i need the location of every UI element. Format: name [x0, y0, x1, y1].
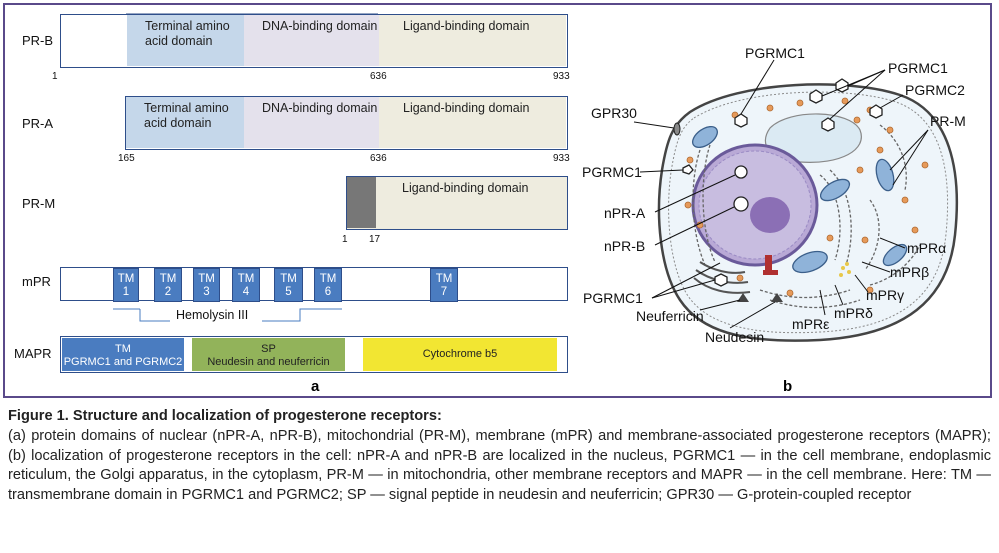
pr-m-ligand-domain: Ligand-binding domain: [402, 181, 529, 195]
vesicles: [684, 97, 929, 297]
neudesin-marker: [771, 293, 783, 302]
nucleolus: [750, 197, 790, 233]
pr-a-dna-domain: DNA-binding domain: [244, 97, 379, 148]
panel-a-letter: a: [311, 378, 320, 395]
hemolysin-bracket: [113, 308, 342, 322]
label-mpr-delta: mPRδ: [834, 305, 873, 321]
pr-b-tick-end: 933: [553, 71, 570, 82]
pr-a-tick-end: 933: [553, 153, 570, 164]
caption-title: Figure 1. Structure and localization of …: [8, 408, 442, 424]
pgrmc2-marker: [869, 104, 883, 119]
label-mpr-alpha: mPRα: [907, 240, 947, 256]
pr-a-tick-start: 165: [118, 153, 135, 164]
label-mpr-gamma: mPRγ: [866, 287, 905, 303]
pr-a-tick-mid: 636: [370, 153, 387, 164]
pr-a-bar: Terminal amino acid domain DNA-binding d…: [125, 96, 568, 150]
row-label-pr-a: PR-A: [22, 116, 54, 131]
row-label-pr-b: PR-B: [22, 33, 54, 48]
mapr-cytochrome-segment: Cytochrome b5: [363, 338, 557, 371]
pr-a-ligand-domain: Ligand-binding domain: [379, 97, 566, 148]
row-label-mpr: mPR: [22, 274, 51, 289]
pr-b-tick-start: 1: [52, 71, 58, 82]
pr-b-tick-mid: 636: [370, 71, 387, 82]
row-label-mapr: MAPR: [14, 346, 52, 361]
figure-caption: Figure 1. Structure and localization of …: [8, 407, 991, 506]
label-gpr30: GPR30: [591, 105, 637, 121]
label-pr-m: PR-M: [930, 113, 966, 129]
label-mpr-epsilon: mPRε: [792, 316, 830, 332]
pr-a-terminal-domain: Terminal amino acid domain: [126, 97, 244, 148]
pr-m-tm-block: [347, 177, 376, 228]
label-pgrmc1-right: PGRMC1: [888, 60, 948, 76]
pr-m-tick-start: 1: [342, 234, 348, 245]
label-pgrmc1-bottom: PGRMC1: [583, 290, 643, 306]
label-pgrmc2: PGRMC2: [905, 82, 965, 98]
panel-b-letter: b: [783, 378, 793, 395]
hemolysin-label: Hemolysin III: [176, 308, 249, 322]
pr-b-bar: Terminal amino acid domain DNA-binding d…: [60, 14, 568, 68]
label-npr-a: nPR-A: [604, 205, 646, 221]
label-npr-b: nPR-B: [604, 238, 646, 254]
pr-m-tick-end: 17: [369, 234, 381, 245]
row-label-pr-m: PR-M: [22, 196, 56, 211]
label-neudesin: Neudesin: [705, 329, 765, 345]
pr-b-terminal-domain: Terminal amino acid domain: [127, 15, 244, 66]
cell-illustration: [633, 59, 959, 342]
pr-b-ligand-domain: Ligand-binding domain: [379, 15, 566, 66]
caption-body: (a) protein domains of nuclear (nPR-A, n…: [8, 427, 991, 504]
label-pgrmc1-top: PGRMC1: [745, 45, 805, 61]
neuferricin-marker: [737, 293, 749, 302]
pr-m-bar: Ligand-binding domain: [346, 176, 568, 230]
label-pgrmc1-left: PGRMC1: [582, 164, 642, 180]
label-neuferricin: Neuferricin: [636, 308, 704, 324]
gpr30-marker: [673, 122, 681, 136]
pr-b-dna-domain: DNA-binding domain: [244, 15, 379, 66]
label-mpr-beta: mPRβ: [890, 264, 930, 280]
